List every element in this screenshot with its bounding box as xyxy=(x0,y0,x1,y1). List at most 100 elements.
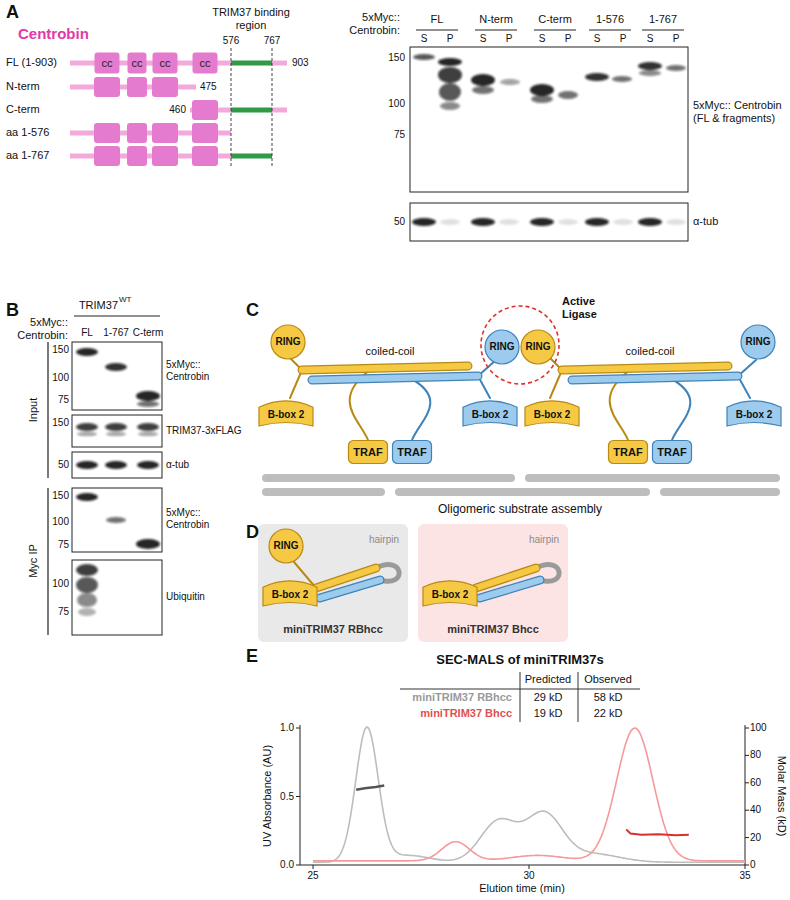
table-header: Observed xyxy=(584,673,632,686)
node-text: B-box 2 xyxy=(472,409,509,421)
lane-header: 5xMyc:: Centrobin: xyxy=(4,316,68,342)
protein-band xyxy=(500,79,520,85)
protein-band xyxy=(558,91,578,99)
tick-label: 1.0 xyxy=(280,722,294,734)
marker-size: 100 xyxy=(388,98,405,110)
node-text: miniTRIM37 RBhcc xyxy=(283,623,383,636)
helix-outline xyxy=(312,376,478,380)
protein-band xyxy=(471,74,495,86)
marker-size: 100 xyxy=(52,578,69,590)
marker-size: 75 xyxy=(394,129,405,141)
ring-domain-shape xyxy=(269,529,303,563)
panel-letter: D xyxy=(246,522,259,544)
b-box-domain-shape xyxy=(423,581,477,606)
active-ligase-circle: Active LigaseRINGRING xyxy=(480,305,560,385)
tick-label: 30 xyxy=(523,870,534,882)
protein-band xyxy=(76,423,98,431)
node-text: RING xyxy=(490,341,515,353)
marker-size: 100 xyxy=(52,516,69,528)
linker xyxy=(290,370,302,398)
lane-label: FL xyxy=(431,13,444,26)
blot-bands xyxy=(413,54,686,110)
node-text: RING xyxy=(274,540,299,552)
protein-band xyxy=(413,54,435,60)
protein-band xyxy=(440,102,460,110)
protein-band xyxy=(136,391,160,401)
blot-bands xyxy=(76,423,159,436)
ring-domain-shape xyxy=(741,325,775,359)
construct-name: N-term xyxy=(6,80,40,93)
table-rule xyxy=(578,672,579,722)
coiled-coil-box xyxy=(152,123,178,143)
traf-domain-shape xyxy=(349,441,388,464)
sec-mals-chart xyxy=(296,672,749,869)
domain-label: coiled-coil xyxy=(366,345,415,358)
axis-frame xyxy=(300,725,745,865)
protein-band xyxy=(105,423,127,431)
blot-label: 5xMyc:: Centrobin xyxy=(166,359,238,383)
lane-group-line xyxy=(416,30,458,31)
blot-label: TRIM37-3xFLAG xyxy=(166,425,242,437)
lane-label: 1-767 xyxy=(103,327,129,339)
condition-line xyxy=(74,316,160,317)
blot-label: Ubiquitin xyxy=(166,591,205,603)
marker-size: 50 xyxy=(58,459,69,471)
tick-label: 0.0 xyxy=(280,859,294,871)
lane-header: 5xMyc:: Centrobin: xyxy=(336,11,400,37)
node-text: RING xyxy=(746,336,771,348)
protein-band xyxy=(138,432,158,436)
fraction-label: P xyxy=(447,33,454,45)
coiled-coil-box xyxy=(152,77,178,97)
coiled-coil-box xyxy=(94,123,120,143)
protein-band xyxy=(439,83,461,101)
marker-size: 75 xyxy=(58,539,69,551)
traf-domain: TRAF xyxy=(608,440,648,464)
residue-number: 903 xyxy=(292,57,309,69)
tick xyxy=(745,865,746,869)
node-text: TRAF xyxy=(613,446,642,459)
lane-label: FL xyxy=(81,327,93,339)
lane-group-line xyxy=(475,30,517,31)
ring-domain-shape xyxy=(521,330,555,364)
construct-name: aa 1-767 xyxy=(6,149,49,162)
fraction-label: P xyxy=(620,33,627,45)
coiled-coil-box xyxy=(192,100,218,120)
binding-region-label: TRIM37 binding region xyxy=(205,6,297,32)
lane-label: C-term xyxy=(538,13,572,26)
b-box-domain-shape xyxy=(525,401,579,426)
coiled-coil-box: cc xyxy=(192,52,218,74)
protein-band xyxy=(136,539,160,549)
helix-outline xyxy=(302,366,468,370)
table-rule xyxy=(520,672,521,722)
mass-trace xyxy=(626,829,689,835)
ring-domain: RING xyxy=(484,329,520,365)
protein-band xyxy=(440,219,460,225)
traf-domain-shape xyxy=(653,441,692,464)
western-blots-a xyxy=(410,30,688,241)
linker xyxy=(410,378,430,440)
binding-region-line xyxy=(231,61,272,66)
residue-number: 767 xyxy=(264,35,281,47)
marker-size: 150 xyxy=(388,52,405,64)
protein-band xyxy=(77,593,97,607)
uv-trace xyxy=(313,727,745,862)
fraction-label: P xyxy=(565,33,572,45)
table-header: Predicted xyxy=(525,673,571,686)
substrate-bar xyxy=(525,474,780,482)
protein-band xyxy=(471,218,495,226)
coiled-coil-box-shape xyxy=(193,53,218,74)
panel-letter: C xyxy=(246,300,259,322)
fraction-label: S xyxy=(594,33,601,45)
substrate-bar xyxy=(262,488,385,496)
coiled-coil-box: cc xyxy=(94,52,120,74)
coiled-coil-box: cc xyxy=(152,52,178,74)
protein-band xyxy=(499,219,519,225)
lane-label: 1-767 xyxy=(649,13,677,26)
boundary-dashed-line xyxy=(272,48,273,166)
tick-label: 100 xyxy=(750,722,767,734)
tick-label: 35 xyxy=(739,870,750,882)
protein-band xyxy=(76,577,98,593)
protein-band xyxy=(438,67,462,83)
b-box-domain: B-box 2 xyxy=(461,396,519,428)
